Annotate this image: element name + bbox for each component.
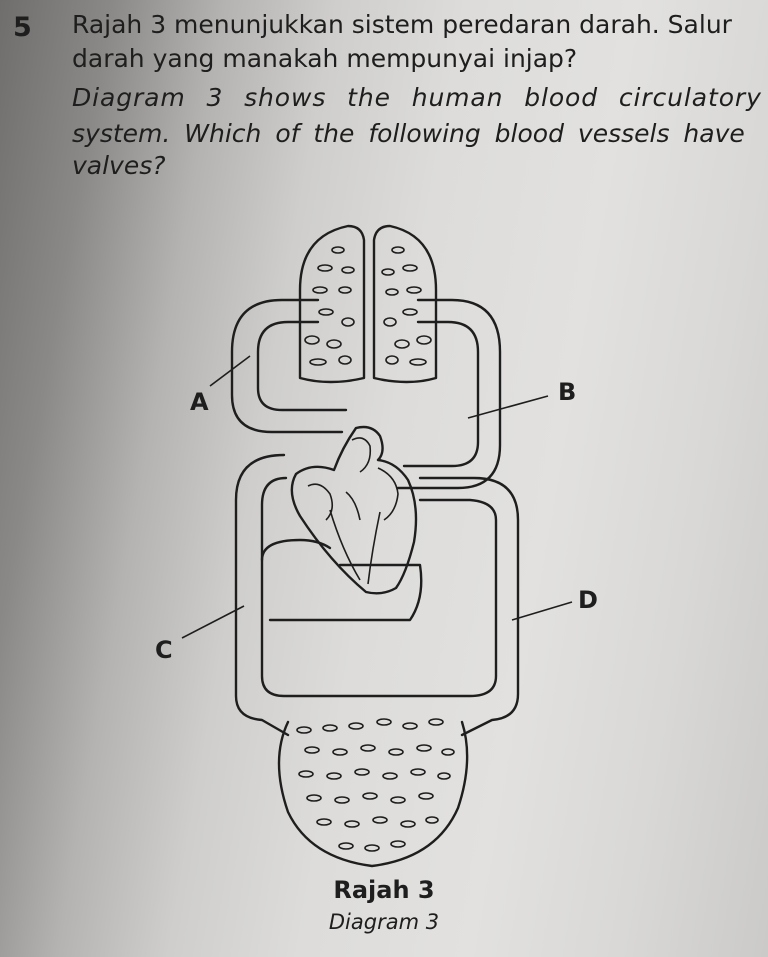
pointer-line-c (181, 605, 245, 639)
systemic-circuit (234, 453, 520, 737)
question-english-line-1: Diagram 3 shows the human blood circulat… (72, 83, 762, 112)
question-number: 5 (13, 12, 32, 43)
lungs (298, 224, 438, 384)
question-english-line-2: system. Which of the following blood ves… (72, 119, 745, 148)
label-d: D (578, 586, 598, 614)
heart (290, 425, 418, 595)
question-malay-line-1: Rajah 3 menunjukkan sistem peredaran dar… (72, 10, 732, 39)
capillary-bed (277, 718, 469, 868)
diagram-caption-malay: Rajah 3 (333, 876, 435, 904)
question-english-line-3: valves? (72, 151, 166, 180)
label-a: A (190, 388, 209, 416)
pointer-line-b (467, 395, 549, 419)
pointer-line-a (209, 355, 251, 387)
label-c: C (155, 636, 173, 664)
pointer-line-d (511, 601, 573, 621)
diagram-caption-english: Diagram 3 (328, 910, 440, 934)
question-malay-line-2: darah yang manakah mempunyai injap? (72, 44, 578, 73)
pulmonary-circuit (230, 298, 502, 490)
label-b: B (558, 378, 577, 406)
